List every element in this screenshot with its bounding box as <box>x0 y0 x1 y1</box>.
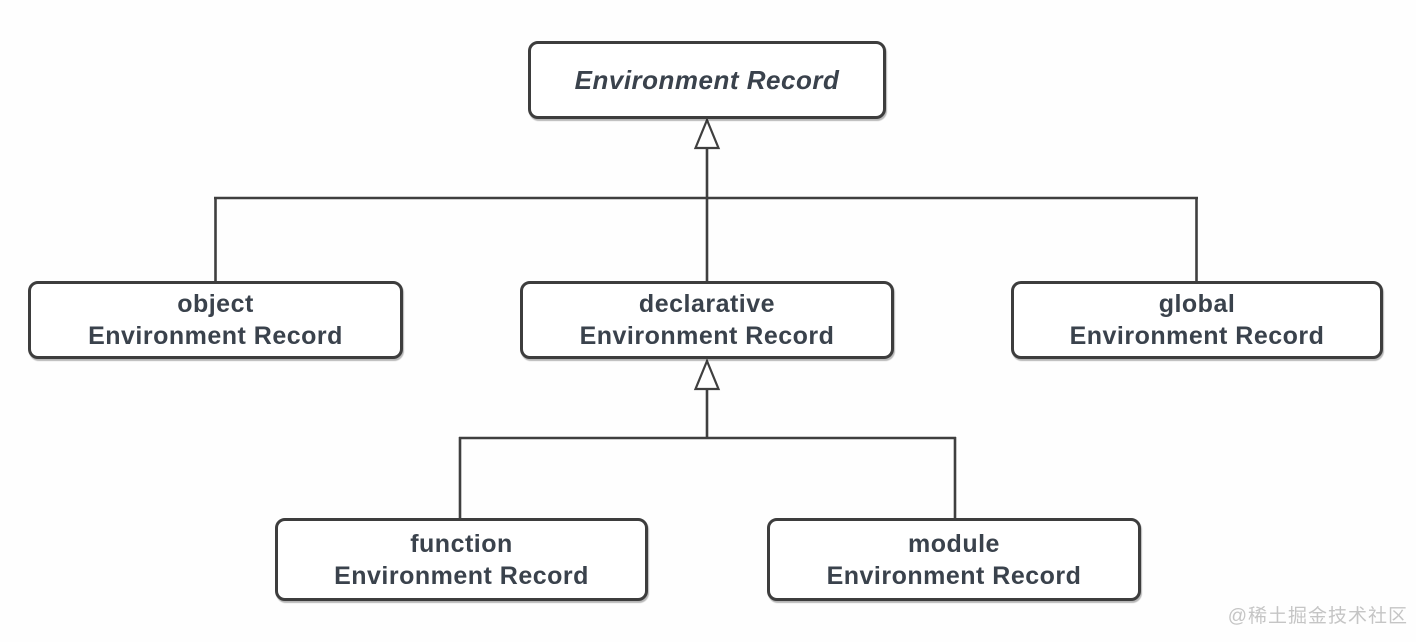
node-declarative-environment-record: declarative Environment Record <box>520 281 894 359</box>
node-function-environment-record: function Environment Record <box>275 518 648 601</box>
node-label: Environment Record <box>574 65 840 95</box>
node-label-line1: object <box>177 290 254 318</box>
node-object-environment-record: object Environment Record <box>28 281 403 359</box>
node-label-line2: Environment Record <box>826 561 1082 590</box>
node-label-line1: declarative <box>638 290 776 318</box>
node-label-line2: Environment Record <box>88 322 343 350</box>
node-environment-record: Environment Record <box>528 41 886 119</box>
inheritance-arrow-icon <box>693 117 721 150</box>
node-label-line1: module <box>908 529 1000 558</box>
watermark: @稀土掘金技术社区 <box>1227 606 1408 627</box>
node-module-environment-record: module Environment Record <box>767 518 1141 601</box>
inheritance-arrow-icon <box>693 358 721 391</box>
node-label-line1: function <box>410 529 513 558</box>
node-global-environment-record: global Environment Record <box>1011 281 1383 359</box>
node-label-line1: global <box>1158 290 1236 318</box>
node-label-line2: Environment Record <box>579 322 835 350</box>
node-label-line2: Environment Record <box>334 561 589 590</box>
node-label-line2: Environment Record <box>1069 322 1325 350</box>
